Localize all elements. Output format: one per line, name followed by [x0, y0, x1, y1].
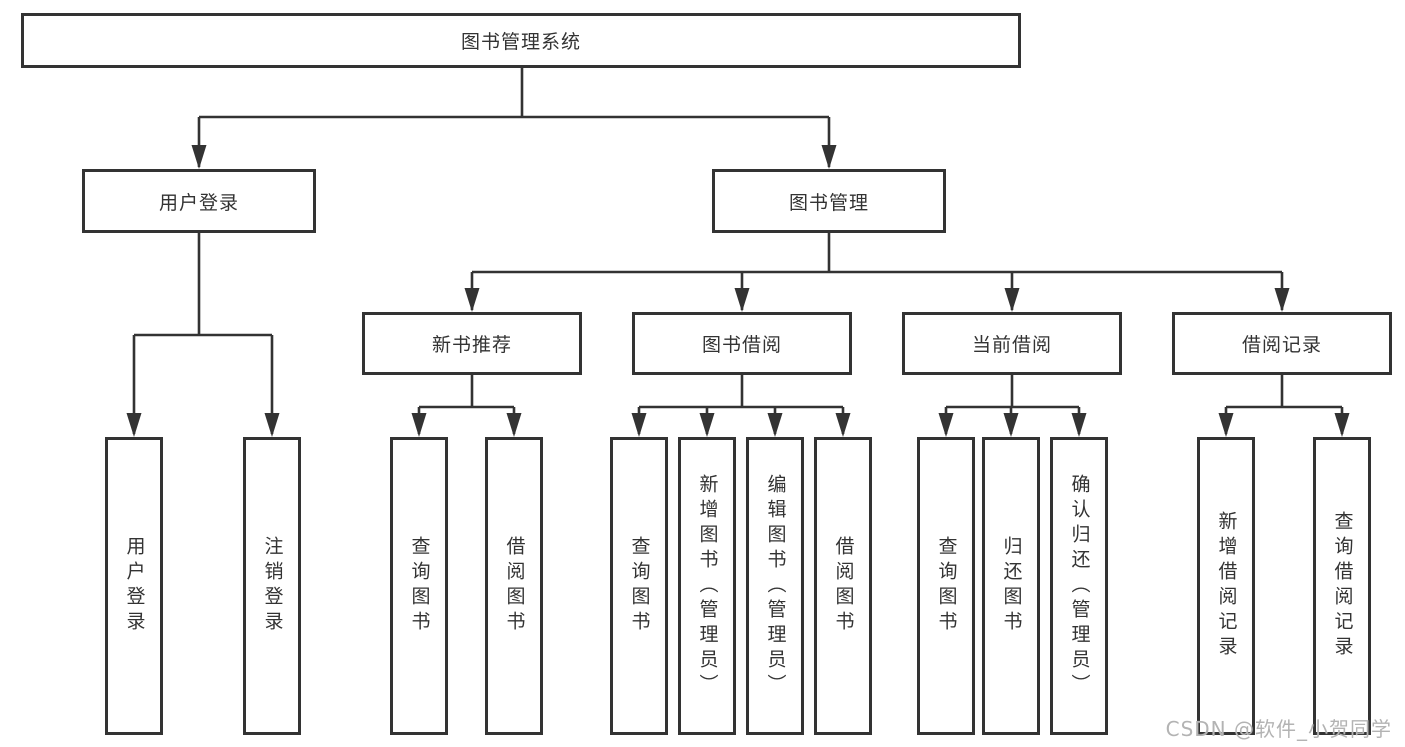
csdn-watermark: CSDN @软件_小贺同学: [1165, 717, 1392, 741]
leaf-borrow-books-recommend: 借阅图书: [485, 437, 543, 735]
leaf-confirm-return-admin: 确认归还（管理员）: [1050, 437, 1108, 735]
node-new-book-recommend: 新书推荐: [362, 312, 582, 375]
node-current-borrowing: 当前借阅: [902, 312, 1122, 375]
node-user-login: 用户登录: [82, 169, 316, 233]
leaf-borrow-books: 借阅图书: [814, 437, 872, 735]
node-borrow-records: 借阅记录: [1172, 312, 1392, 375]
node-book-management: 图书管理: [712, 169, 946, 233]
leaf-return-books: 归还图书: [982, 437, 1040, 735]
leaf-edit-books-admin: 编辑图书（管理员）: [746, 437, 804, 735]
leaf-add-borrow-record: 新增借阅记录: [1197, 437, 1255, 735]
leaf-user-login: 用户登录: [105, 437, 163, 735]
leaf-query-books-borrowing: 查询图书: [610, 437, 668, 735]
tree-edges: [132, 68, 1344, 434]
leaf-query-borrow-record: 查询借阅记录: [1313, 437, 1371, 735]
leaf-query-books-recommend: 查询图书: [390, 437, 448, 735]
node-root-library-system: 图书管理系统: [21, 13, 1021, 68]
node-book-borrowing: 图书借阅: [632, 312, 852, 375]
leaf-logout: 注销登录: [243, 437, 301, 735]
leaf-add-books-admin: 新增图书（管理员）: [678, 437, 736, 735]
leaf-query-books-current: 查询图书: [917, 437, 975, 735]
